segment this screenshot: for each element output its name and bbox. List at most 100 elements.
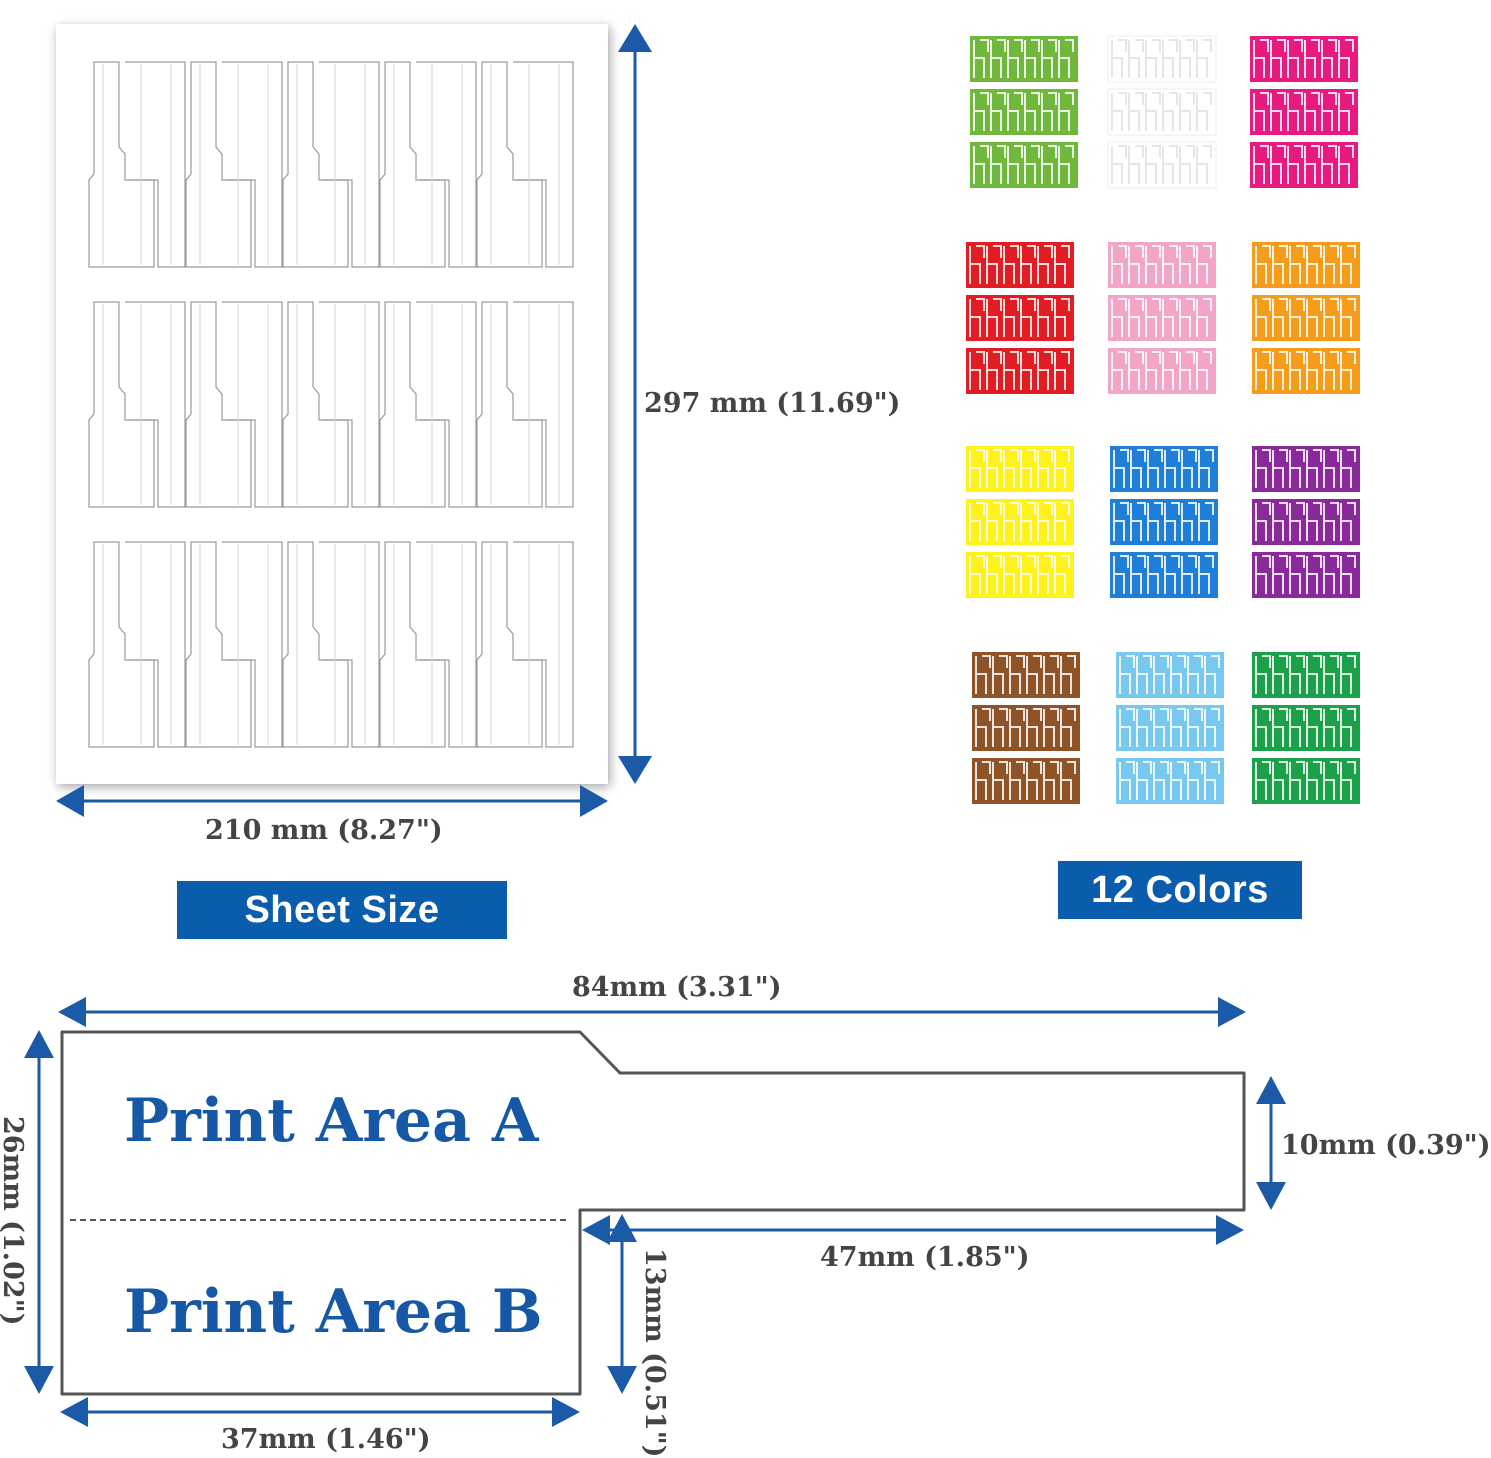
swatch-label-cut [1179, 351, 1195, 390]
sheet-label [88, 301, 186, 508]
swatch-label-cut [1111, 245, 1127, 284]
swatch-label-cut [1340, 245, 1356, 284]
swatch-label-cut [1270, 39, 1286, 78]
swatch-label-cut [969, 351, 985, 390]
swatch-label-cut [1321, 145, 1337, 184]
swatch-label-cut [1041, 145, 1057, 184]
swatch-label-cut [1020, 245, 1036, 284]
swatch-label-cut [1145, 145, 1161, 184]
swatch-label-cut [1253, 39, 1269, 78]
swatch-label-cut [1043, 708, 1059, 747]
swatch-label-cut [1145, 351, 1161, 390]
sheet-label-outlines [88, 61, 574, 748]
swatch-label-cut [1340, 502, 1356, 541]
label-outline [60, 1030, 1246, 1396]
swatch-label-cut [1024, 145, 1040, 184]
swatch-label-cut [992, 708, 1008, 747]
swatch-label-cut [1170, 708, 1186, 747]
swatch-label-cut [1128, 351, 1144, 390]
swatch-label-cut [1111, 351, 1127, 390]
swatch-label-cut [1153, 655, 1169, 694]
swatch-label-cut [1198, 555, 1214, 594]
swatch-label-cut [1164, 502, 1180, 541]
swatch-label-cut [969, 298, 985, 337]
swatch-light-blue [1116, 652, 1224, 804]
swatch-label-cut [1058, 39, 1074, 78]
swatch-label-cut [1204, 708, 1220, 747]
swatch-label-cut [1323, 449, 1339, 488]
swatch-label-cut [1306, 298, 1322, 337]
swatch-label-cut [1020, 351, 1036, 390]
swatch-label-cut [1147, 449, 1163, 488]
swatch-label-cut [990, 39, 1006, 78]
swatch-label-cut [1287, 92, 1303, 131]
swatch-label-cut [1054, 449, 1070, 488]
sheet-label [88, 61, 186, 268]
swatch-label-cut [1164, 555, 1180, 594]
swatch-label-cut [1041, 92, 1057, 131]
swatch-label-cut [1338, 92, 1354, 131]
swatch-label-cut [1272, 655, 1288, 694]
swatch-label-cut [1289, 761, 1305, 800]
swatch-label-cut [1153, 708, 1169, 747]
swatch-label-cut [1020, 555, 1036, 594]
swatch-label-cut [1321, 92, 1337, 131]
sheet-label [185, 61, 283, 268]
swatch-label-cut [1340, 351, 1356, 390]
swatch-label-cut [1162, 245, 1178, 284]
label-tail-height: 10mm (0.39") [1281, 1130, 1491, 1161]
swatch-yellow [966, 446, 1074, 598]
swatch-label-cut [1128, 245, 1144, 284]
colors-banner-text: 12 Colors [1091, 868, 1269, 911]
sheet-size-banner-text: Sheet Size [244, 888, 440, 931]
swatch-label-cut [1196, 145, 1212, 184]
swatch-label-cut [1306, 555, 1322, 594]
print-area-a-label: Print Area A [124, 1086, 539, 1156]
swatch-label-cut [1253, 92, 1269, 131]
label-lower-height: 13mm (0.51") [639, 1248, 670, 1458]
swatch-label-cut [973, 92, 989, 131]
swatch-label-cut [992, 761, 1008, 800]
swatch-label-cut [1145, 298, 1161, 337]
swatch-label-cut [986, 351, 1002, 390]
swatch-label-cut [1323, 655, 1339, 694]
swatch-label-cut [1253, 145, 1269, 184]
print-area-b-label: Print Area B [124, 1277, 543, 1347]
swatch-label-cut [1060, 655, 1076, 694]
swatch-label-cut [1179, 298, 1195, 337]
swatch-label-cut [1340, 708, 1356, 747]
swatch-label-cut [1003, 555, 1019, 594]
swatch-label-cut [1272, 298, 1288, 337]
swatch-label-cut [1037, 555, 1053, 594]
swatch-label-cut [1179, 245, 1195, 284]
swatch-label-cut [1007, 92, 1023, 131]
swatch-label-cut [1272, 502, 1288, 541]
swatch-label-cut [1340, 449, 1356, 488]
swatch-label-cut [1128, 39, 1144, 78]
swatch-label-cut [1026, 761, 1042, 800]
swatch-label-cut [1037, 449, 1053, 488]
swatch-green [970, 36, 1078, 188]
label-total-width: 84mm (3.31") [572, 972, 782, 1003]
swatch-white [1107, 35, 1217, 189]
swatch-label-cut [1323, 708, 1339, 747]
swatch-label-cut [1043, 761, 1059, 800]
swatch-label-cut [1111, 39, 1127, 78]
swatch-label-cut [1270, 92, 1286, 131]
swatch-label-cut [1306, 351, 1322, 390]
sheet-label [476, 301, 574, 508]
sheet-label [282, 61, 380, 268]
swatch-label-cut [1162, 145, 1178, 184]
swatch-label-cut [1003, 502, 1019, 541]
swatch-label-cut [1289, 351, 1305, 390]
swatch-label-cut [1026, 708, 1042, 747]
swatch-label-cut [1272, 245, 1288, 284]
swatch-label-cut [1338, 39, 1354, 78]
swatch-label-cut [1020, 298, 1036, 337]
swatch-label-cut [1119, 708, 1135, 747]
swatch-label-cut [1003, 298, 1019, 337]
swatch-label-cut [1187, 761, 1203, 800]
swatch-label-cut [1179, 92, 1195, 131]
swatch-label-cut [1020, 502, 1036, 541]
swatch-orange [1252, 242, 1360, 394]
